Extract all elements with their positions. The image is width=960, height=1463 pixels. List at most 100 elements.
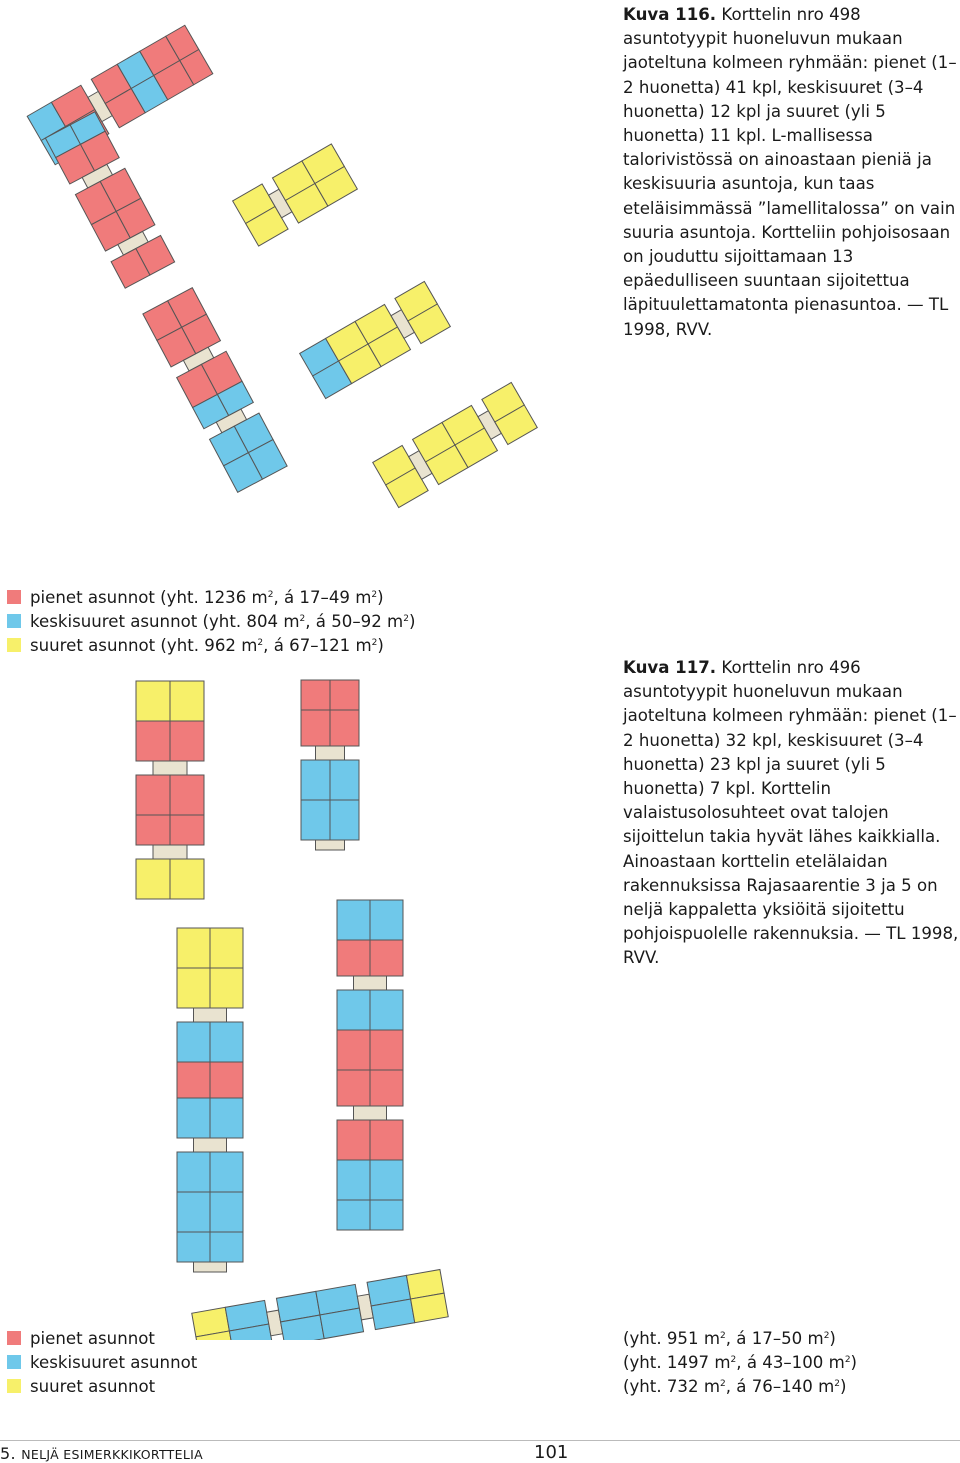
legend-text: suuret asunnot (yht. 962 m: [30, 636, 258, 655]
apartment-small: [329, 679, 360, 711]
apartment-medium: [176, 1231, 211, 1263]
apartment-large: [135, 680, 171, 722]
superscript: 2: [267, 590, 274, 600]
apartment-medium: [209, 1021, 244, 1063]
legend-block-496: pienet asunnot keskisuuret asunnot suure…: [7, 1327, 197, 1399]
apartment-large: [195, 1330, 235, 1340]
superscript: 2: [299, 614, 306, 624]
legend-text: suuret asunnot: [30, 1377, 156, 1396]
legend-text: ): [850, 1353, 858, 1372]
apartment-small: [369, 1069, 404, 1107]
apartment-small: [300, 709, 331, 747]
apartment-large: [209, 927, 244, 969]
legend-text: (yht. 1497 m: [623, 1353, 731, 1372]
apartment-medium: [336, 1159, 371, 1201]
apartment-medium: [176, 1097, 211, 1139]
apartment-medium: [369, 1159, 404, 1201]
legend-item-large: suuret asunnot: [7, 1375, 197, 1399]
apartment-medium: [329, 759, 360, 801]
legend-text: ): [408, 612, 416, 631]
legend-text: pienet asunnot (yht. 1236 m: [30, 588, 268, 607]
apartment-small: [369, 1029, 404, 1071]
apartment-small: [110, 247, 151, 289]
apartment-large: [494, 404, 538, 446]
apartment-large: [169, 680, 205, 722]
caption-label: Kuva 116.: [623, 5, 717, 24]
superscript: 2: [719, 1379, 726, 1389]
caption-text: Korttelin nro 496 asuntotyypit huoneluvu…: [623, 658, 959, 968]
superscript: 2: [844, 1355, 851, 1365]
legend-text: (yht. 732 m: [623, 1377, 720, 1396]
apartment-small: [300, 679, 331, 711]
page-number: 101: [534, 1442, 569, 1463]
legend-item-small: pienet asunnot: [7, 1327, 197, 1351]
section-number: 5.: [0, 1444, 16, 1463]
legend-item-medium: keskisuuret asunnot: [7, 1351, 197, 1375]
apartment-small: [336, 939, 371, 977]
legend-text: ): [377, 636, 384, 655]
floor-plan-block-498: [26, 24, 538, 509]
legend-item-medium: keskisuuret asunnot (yht. 804 m2, á 50–9…: [7, 610, 415, 634]
apartment-medium: [176, 1191, 211, 1233]
stairwell: [353, 1105, 387, 1121]
apartment-medium: [369, 899, 404, 941]
apartment-medium: [176, 1021, 211, 1063]
apartment-small: [135, 814, 171, 846]
apartment-small: [329, 709, 360, 747]
superscript: 2: [403, 614, 409, 624]
apartment-small: [169, 814, 205, 846]
apartment-medium: [209, 1151, 244, 1193]
apartment-medium: [336, 899, 371, 941]
apartment-large: [314, 165, 359, 207]
legend-item-large: suuret asunnot (yht. 962 m2, á 67–121 m2…: [7, 634, 415, 658]
superscript: 2: [371, 638, 378, 648]
apartment-large: [410, 1292, 449, 1324]
superscript: 2: [371, 590, 378, 600]
legend-swatch-medium: [7, 1355, 21, 1369]
building-diagonal-a: [44, 111, 176, 289]
legend-swatch-large: [7, 638, 21, 652]
caption-label: Kuva 117.: [623, 658, 717, 677]
apartment-medium: [300, 759, 331, 801]
apartment-small: [135, 720, 171, 762]
legend-text: keskisuuret asunnot (yht. 804 m: [30, 612, 300, 631]
apartment-large: [176, 927, 211, 969]
apartment-medium: [209, 1191, 244, 1233]
building-e1: [300, 679, 360, 851]
legend-text: , á 50–92 m: [305, 612, 404, 631]
apartment-medium: [369, 1199, 404, 1231]
stairwell: [193, 1137, 227, 1153]
legend-value-large: (yht. 732 m2, á 76–140 m2): [623, 1375, 857, 1399]
apartment-medium: [300, 799, 331, 841]
apartment-large: [169, 858, 205, 900]
building-yellow-3: [372, 381, 538, 509]
caption-kuva-116: Kuva 116. Korttelin nro 498 asuntotyypit…: [623, 3, 960, 342]
legend-text: ): [829, 1329, 836, 1348]
legend-text: keskisuuret asunnot: [30, 1353, 198, 1372]
legend-text: (yht. 951 m: [623, 1329, 720, 1348]
building-yellow-2: [298, 280, 452, 400]
building-w1: [135, 680, 205, 900]
apartment-medium: [336, 989, 371, 1031]
legend-text: pienet asunnot: [30, 1329, 155, 1348]
apartment-small: [176, 1061, 211, 1099]
building-north-wing: [26, 24, 214, 166]
legend-value-medium: (yht. 1497 m2, á 43–100 m2): [623, 1351, 857, 1375]
apartment-small: [369, 939, 404, 977]
caption-kuva-117: Kuva 117. Korttelin nro 496 asuntotyypit…: [623, 656, 960, 971]
legend-text: ): [839, 1377, 847, 1396]
legend-text: , á 17–50 m: [725, 1329, 824, 1348]
legend-block-498: pienet asunnot (yht. 1236 m2, á 17–49 m2…: [7, 586, 415, 658]
apartment-small: [336, 1119, 371, 1161]
legend-swatch-large: [7, 1379, 21, 1393]
stairwell: [193, 1261, 227, 1273]
building-e2: [336, 899, 404, 1231]
legend-values-block-496: (yht. 951 m2, á 17–50 m2) (yht. 1497 m2,…: [623, 1327, 857, 1399]
legend-text: , á 76–140 m: [725, 1377, 835, 1396]
stairwell: [315, 839, 345, 851]
section-title: NELJÄ ESIMERKKIKORTTELIA: [21, 1447, 203, 1462]
superscript: 2: [834, 1379, 840, 1389]
footer-section: 5. NELJÄ ESIMERKKIKORTTELIA: [0, 1444, 203, 1463]
superscript: 2: [823, 1331, 830, 1341]
legend-item-small: pienet asunnot (yht. 1236 m2, á 17–49 m2…: [7, 586, 415, 610]
